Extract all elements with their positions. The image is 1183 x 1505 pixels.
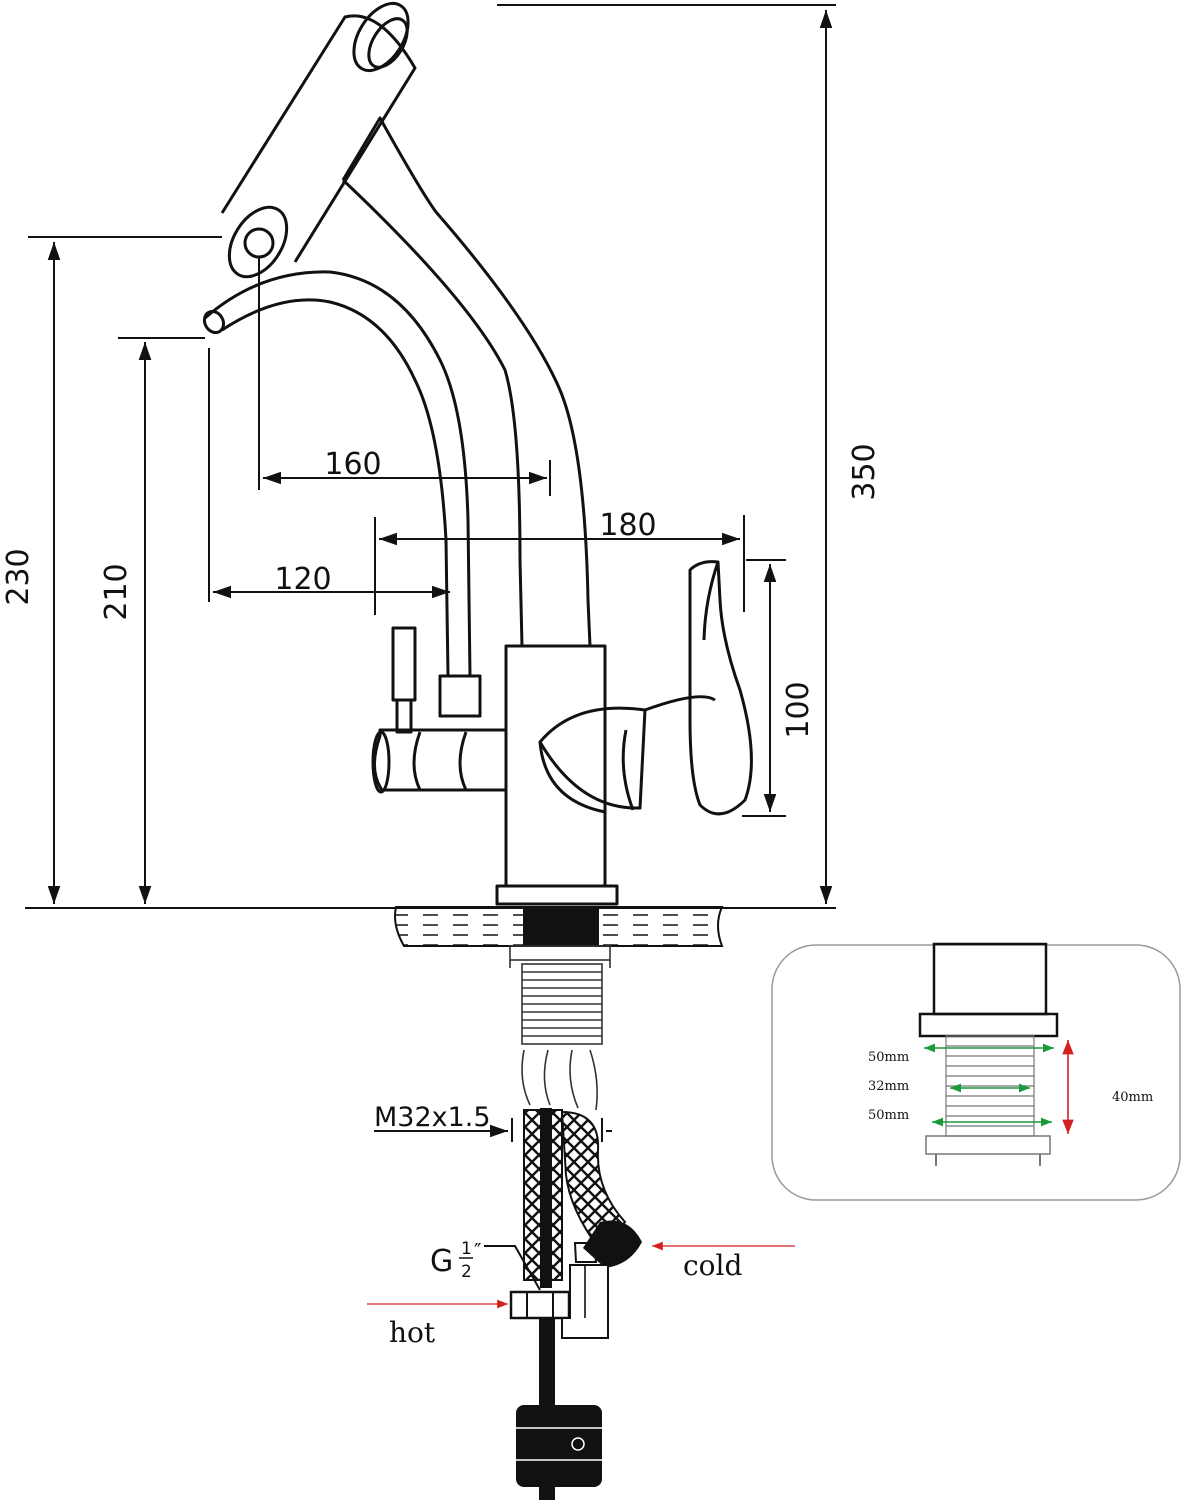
mounting-inset: 50mm 32mm 50mm 40mm	[771, 942, 1181, 1201]
dim-160-label: 160	[324, 447, 381, 482]
inset-mid-width-label: 32mm	[868, 1079, 909, 1094]
inset-top-width-label: 50mm	[868, 1050, 909, 1065]
cold-label: cold	[683, 1249, 742, 1282]
dim-120-label: 120	[274, 562, 331, 597]
faucet-outline	[202, 2, 753, 906]
thread-g-denominator: 2	[461, 1262, 472, 1282]
thread-g-label: G	[430, 1244, 453, 1279]
dim-230-label: 230	[1, 548, 36, 605]
dim-350-label: 350	[847, 443, 882, 500]
dim-100-label: 100	[781, 681, 816, 738]
mounting-assembly	[509, 945, 611, 1111]
dimension-labels: 350 230 210 160 180 120 100 M32x1.5 G 1 …	[1, 443, 882, 1282]
hoses	[509, 1108, 642, 1500]
dim-210-label: 210	[99, 563, 134, 620]
hot-label: hot	[389, 1316, 436, 1349]
inset-bottom-width-label: 50mm	[868, 1108, 909, 1123]
thread-g-numerator: 1	[461, 1239, 472, 1259]
water-inlets: cold hot	[367, 1241, 795, 1349]
thread-m32-label: M32x1.5	[374, 1102, 491, 1133]
thread-g-inch-mark: ″	[474, 1239, 481, 1263]
dimension-lines	[25, 4, 836, 1291]
countertop	[394, 906, 724, 947]
thread-lines	[522, 971, 602, 1037]
dim-180-label: 180	[599, 508, 656, 543]
inset-height-label: 40mm	[1112, 1090, 1153, 1105]
